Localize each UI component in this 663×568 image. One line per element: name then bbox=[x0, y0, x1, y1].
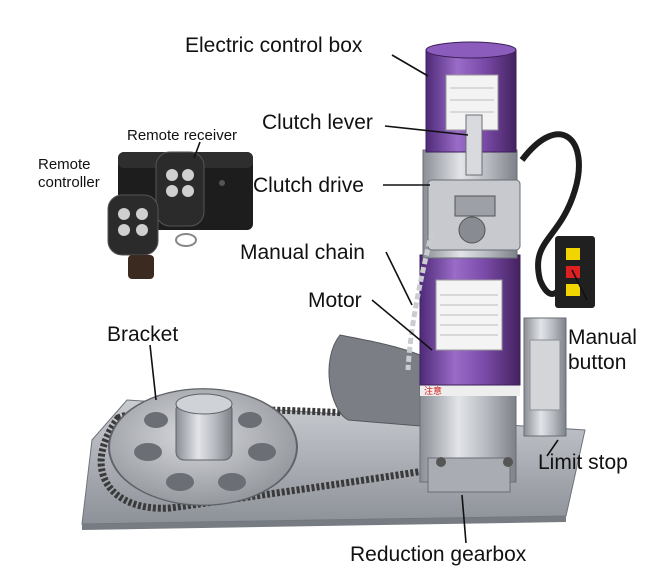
label-clutch-lever: Clutch lever bbox=[262, 111, 373, 134]
label-remote-controller-line2: controller bbox=[38, 174, 100, 191]
button-down bbox=[566, 284, 580, 296]
sprocket-holes bbox=[134, 412, 276, 491]
label-clutch-drive: Clutch drive bbox=[253, 174, 364, 197]
cloth-cover bbox=[328, 334, 421, 427]
label-remote-controller-line1: Remote bbox=[38, 156, 91, 173]
label-manual-button: Manual button bbox=[568, 325, 637, 375]
remote-controller-1 bbox=[155, 151, 205, 227]
label-bracket: Bracket bbox=[107, 323, 179, 346]
clutch-lever-bar bbox=[465, 114, 483, 176]
label-manual-button-line1: Manual bbox=[568, 326, 637, 349]
label-reduction-gearbox: Reduction gearbox bbox=[350, 543, 527, 566]
warning-text: 注意 bbox=[424, 385, 442, 397]
label-remote-controller: Remote controller bbox=[38, 156, 100, 192]
remote-controller-2 bbox=[107, 194, 159, 256]
label-limit-stop: Limit stop bbox=[538, 451, 628, 474]
leader-lines bbox=[149, 54, 588, 544]
label-electric-control-box: Electric control box bbox=[185, 34, 363, 57]
label-manual-button-line2: button bbox=[568, 351, 627, 375]
button-up bbox=[566, 248, 580, 260]
label-motor: Motor bbox=[308, 289, 362, 312]
base-plate-front-edge bbox=[82, 516, 566, 530]
label-remote-receiver: Remote receiver bbox=[127, 127, 238, 144]
label-manual-chain: Manual chain bbox=[240, 241, 365, 264]
power-cables bbox=[519, 131, 582, 297]
manual-chain-links bbox=[405, 231, 435, 371]
warning-band bbox=[420, 384, 520, 396]
